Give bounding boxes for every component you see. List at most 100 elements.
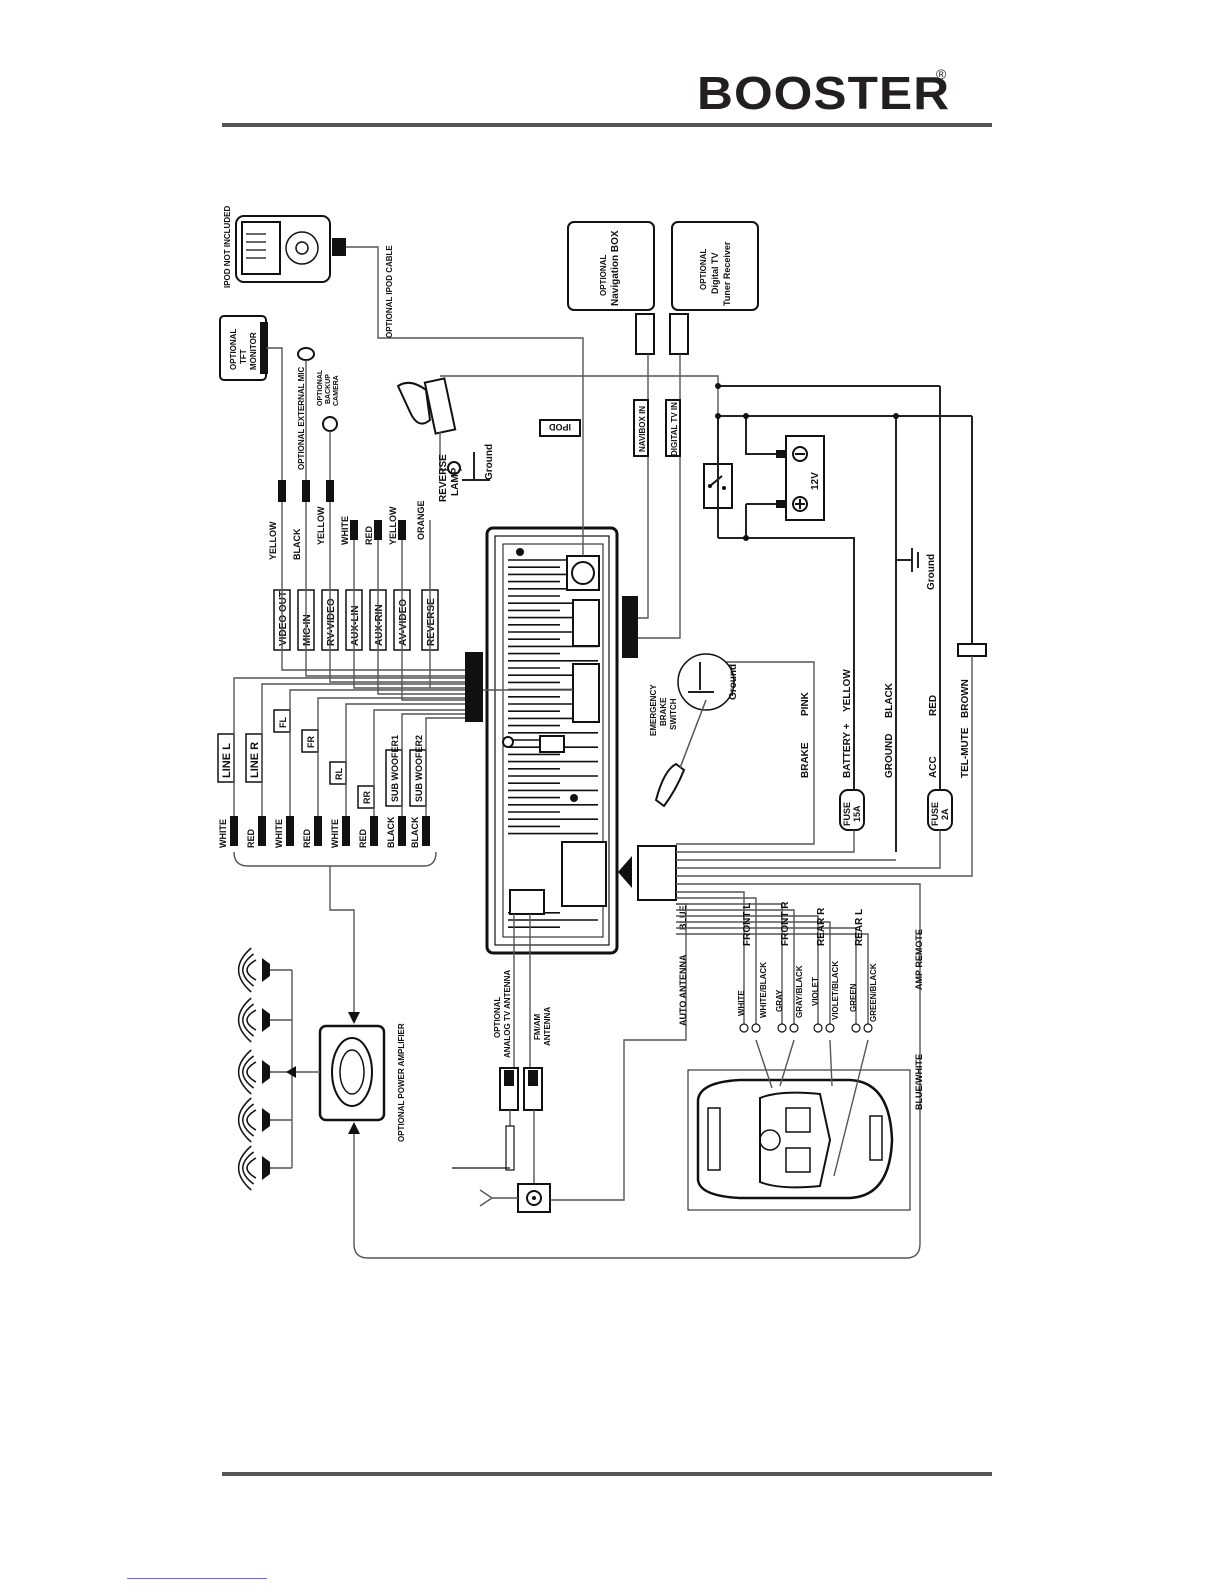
- speaker-terminal-positive: [813, 1023, 823, 1033]
- rca-plug: [230, 816, 238, 846]
- speaker-icon: [262, 1060, 270, 1084]
- speaker-wire-color: GREEN/BLACK: [869, 963, 878, 1022]
- blue-white-label: BLUE/WHITE: [914, 1054, 924, 1110]
- reverse-lamp-assembly: REVERSE LAMP Ground: [396, 377, 495, 502]
- speaker-terminal-negative: [751, 1023, 761, 1033]
- reverse-lamp-label-2: LAMP: [450, 467, 461, 496]
- power-wire-labels: BRAKE PINK BATTERY + YELLOW GROUND BLACK…: [800, 669, 971, 778]
- battery-12v-label: 12V: [810, 472, 821, 490]
- nav-box-label-2: Navigation BOX: [610, 230, 621, 306]
- digital-tv-in-label: DIGITAL TV IN: [670, 402, 679, 456]
- iso-socket: [561, 841, 607, 907]
- auto-antenna-color: BLUE: [678, 906, 688, 931]
- speaker-terminal-positive: [739, 1023, 749, 1033]
- power-ground-label: Ground: [926, 554, 937, 590]
- svg-text:BRAKE: BRAKE: [659, 697, 668, 726]
- svg-text:RED: RED: [928, 695, 939, 716]
- fuse-15a: FUSE 15A: [839, 789, 865, 831]
- input-harness-plug: [465, 652, 483, 722]
- ipod-cable: [346, 246, 584, 556]
- speaker-wire-color: WHITE/BLACK: [759, 962, 768, 1018]
- tft-monitor: OPTIONAL TFT MONITOR: [219, 315, 268, 381]
- power-amp-label: OPTIONAL POWER AMPLIFIER: [397, 1023, 406, 1142]
- camera-label-3: CAMERA: [333, 375, 340, 406]
- line-output-label: FR: [306, 736, 316, 748]
- svg-text:PINK: PINK: [800, 691, 811, 716]
- amp-speaker-bus: [291, 970, 320, 1168]
- tft-monitor-label-1: OPTIONAL: [229, 329, 238, 370]
- power-wiring: [717, 385, 973, 852]
- svg-text:OPTIONAL: OPTIONAL: [493, 997, 502, 1038]
- digital-tv-label-1: OPTIONAL: [699, 249, 708, 290]
- reverse-lamp-label-1: REVERSE: [438, 454, 449, 502]
- svg-text:15A: 15A: [852, 805, 862, 822]
- speaker-terminal-positive: [851, 1023, 861, 1033]
- rca-plug: [342, 816, 350, 846]
- rca-plug: [314, 816, 322, 846]
- line-output-bracket: [233, 851, 437, 867]
- input-wire-color: RED: [364, 525, 374, 545]
- tft-monitor-label-3: MONITOR: [249, 332, 258, 370]
- camera-label-1: OPTIONAL: [317, 369, 324, 406]
- amp-remote-label: AMP REMOTE: [914, 929, 924, 990]
- iso-power-wires: [676, 656, 973, 877]
- svg-text:2A: 2A: [940, 808, 950, 820]
- rca-plug: [398, 520, 406, 540]
- input-wire-color: YELLOW: [388, 506, 398, 545]
- amp-remote-wire: [353, 883, 921, 1259]
- ipod-device: IPOD NOT INCLUDED: [223, 206, 346, 288]
- svg-text:ANALOG TV ANTENNA: ANALOG TV ANTENNA: [503, 970, 512, 1058]
- amp-speakers: [237, 947, 292, 1191]
- input-connector-label: AUX-RIN: [374, 604, 385, 646]
- line-wire-color: WHITE: [218, 819, 228, 848]
- rca-plug: [374, 520, 382, 540]
- speaker-wire-color: WHITE: [737, 990, 746, 1016]
- reverse-ground-label: Ground: [484, 444, 495, 480]
- input-wire-color: YELLOW: [316, 506, 326, 545]
- svg-text:FUSE: FUSE: [842, 802, 852, 826]
- speaker-terminals: [739, 1023, 873, 1033]
- speaker-channel-label: REAR R: [816, 907, 827, 946]
- input-connector-label: REVERSE: [426, 598, 437, 646]
- svg-text:ACC: ACC: [928, 756, 939, 778]
- svg-text:EMERGENCY: EMERGENCY: [649, 684, 658, 736]
- speaker-terminal-negative: [863, 1023, 873, 1033]
- ipod-label: IPOD: [549, 422, 572, 432]
- auto-antenna-label: AUTO ANTENNA: [678, 954, 688, 1026]
- input-wire-color: BLACK: [292, 528, 302, 560]
- mic-icon: [297, 347, 315, 361]
- input-connector-label: AUX-LIN: [350, 605, 361, 646]
- fuse-slot: [539, 735, 565, 753]
- svg-text:FM/AM: FM/AM: [533, 1013, 542, 1040]
- nav-box-label-1: OPTIONAL: [599, 255, 608, 296]
- input-connector-label: MIC-IN: [302, 614, 313, 646]
- line-output-wires: [233, 677, 465, 822]
- digital-tv-label-2: Digital TV: [710, 252, 720, 294]
- power-amplifier: OPTIONAL POWER AMPLIFIER: [318, 1023, 406, 1142]
- external-mic-label: OPTIONAL EXTERNAL MIC: [297, 367, 306, 470]
- antenna-section: OPTIONAL ANALOG TV ANTENNA FM/AM ANTENNA: [452, 903, 687, 1213]
- digital-tv-wire: [638, 354, 681, 639]
- line-wire-color: BLACK: [386, 816, 396, 848]
- input-connector-label: VIDEO OUT: [278, 591, 289, 646]
- rca-block-lower: [572, 663, 600, 723]
- input-wire-color: WHITE: [340, 516, 350, 545]
- speaker-wire-color: GRAY/BLACK: [795, 965, 804, 1018]
- speaker-terminal-negative: [789, 1023, 799, 1033]
- rca-plug: [422, 816, 430, 846]
- iso-harness-plug: [637, 845, 677, 901]
- svg-text:GROUND: GROUND: [884, 734, 895, 778]
- brand-logo: BOOSTER: [697, 67, 951, 119]
- line-output-label: LINE L: [221, 743, 233, 778]
- svg-text:ANTENNA: ANTENNA: [543, 1007, 552, 1046]
- speaker-icon: [262, 1008, 270, 1032]
- speaker-wire-color: GRAY: [775, 989, 784, 1012]
- svg-text:BATTERY +: BATTERY +: [842, 723, 853, 778]
- speaker-terminal-positive: [777, 1023, 787, 1033]
- car-top-view: [687, 1039, 911, 1211]
- svg-text:TEL-MUTE: TEL-MUTE: [960, 727, 971, 778]
- svg-text:BRAKE: BRAKE: [800, 742, 811, 778]
